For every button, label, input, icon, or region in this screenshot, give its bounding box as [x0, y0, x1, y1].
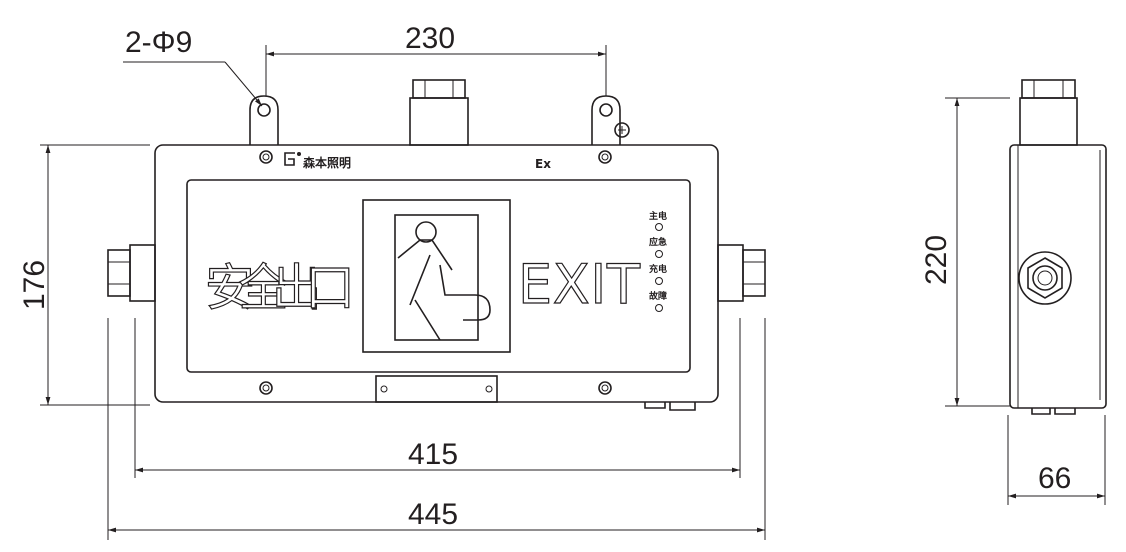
indicator-label: 故障 — [649, 290, 667, 302]
nameplate — [375, 375, 498, 403]
screw-icon — [598, 150, 612, 164]
indicator-led-icon — [655, 223, 663, 231]
dim-side-depth: 66 — [1038, 462, 1071, 495]
dim-side-height: 220 — [920, 235, 953, 285]
dim-overall-width: 445 — [408, 498, 458, 531]
mounting-lug-left — [249, 95, 279, 145]
brand-logo-icon — [284, 152, 301, 166]
indicator-label: 充电 — [649, 263, 667, 275]
indicator-charging: 充电 — [649, 263, 667, 285]
sign-exit-text: EXIT — [518, 253, 641, 316]
dimension-lines — [40, 45, 1106, 540]
side-cable-gland-left — [107, 244, 156, 302]
indicator-emergency: 应急 — [649, 236, 667, 258]
top-cable-gland — [409, 79, 469, 146]
indicator-main-power: 主电 — [649, 210, 667, 231]
indicator-led-icon — [655, 277, 663, 285]
screw-icon — [259, 150, 273, 164]
dim-body-width: 415 — [408, 438, 458, 471]
indicator-label: 主电 — [649, 210, 667, 222]
indicator-fault: 故障 — [649, 290, 667, 312]
side-cable-gland-right — [717, 244, 766, 302]
dim-front-height: 176 — [18, 260, 51, 310]
dim-holes: 2-Φ9 — [125, 26, 192, 59]
screw-icon — [259, 381, 273, 395]
ex-mark: Ex — [535, 157, 551, 171]
bottom-fittings — [644, 402, 696, 411]
side-enclosure — [1009, 144, 1107, 409]
indicator-led-icon — [655, 304, 663, 312]
brand-name: 森本照明 — [303, 155, 351, 170]
dim-lug-spacing: 230 — [405, 22, 455, 55]
indicator-label: 应急 — [649, 236, 667, 248]
front-view: 森本照明 Ex 安全出口 EXIT 主电 应急 充电 故障 — [107, 79, 766, 411]
running-man-icon — [362, 199, 511, 353]
side-view — [1009, 79, 1107, 415]
side-cable-gland — [1018, 251, 1072, 305]
side-bottom-fittings — [1031, 408, 1076, 415]
mounting-lug-right — [591, 95, 630, 145]
screw-icon — [598, 381, 612, 395]
sign-panel — [186, 179, 691, 373]
sign-chinese-text: 安全出口 — [205, 259, 355, 317]
indicator-led-icon — [655, 250, 663, 258]
